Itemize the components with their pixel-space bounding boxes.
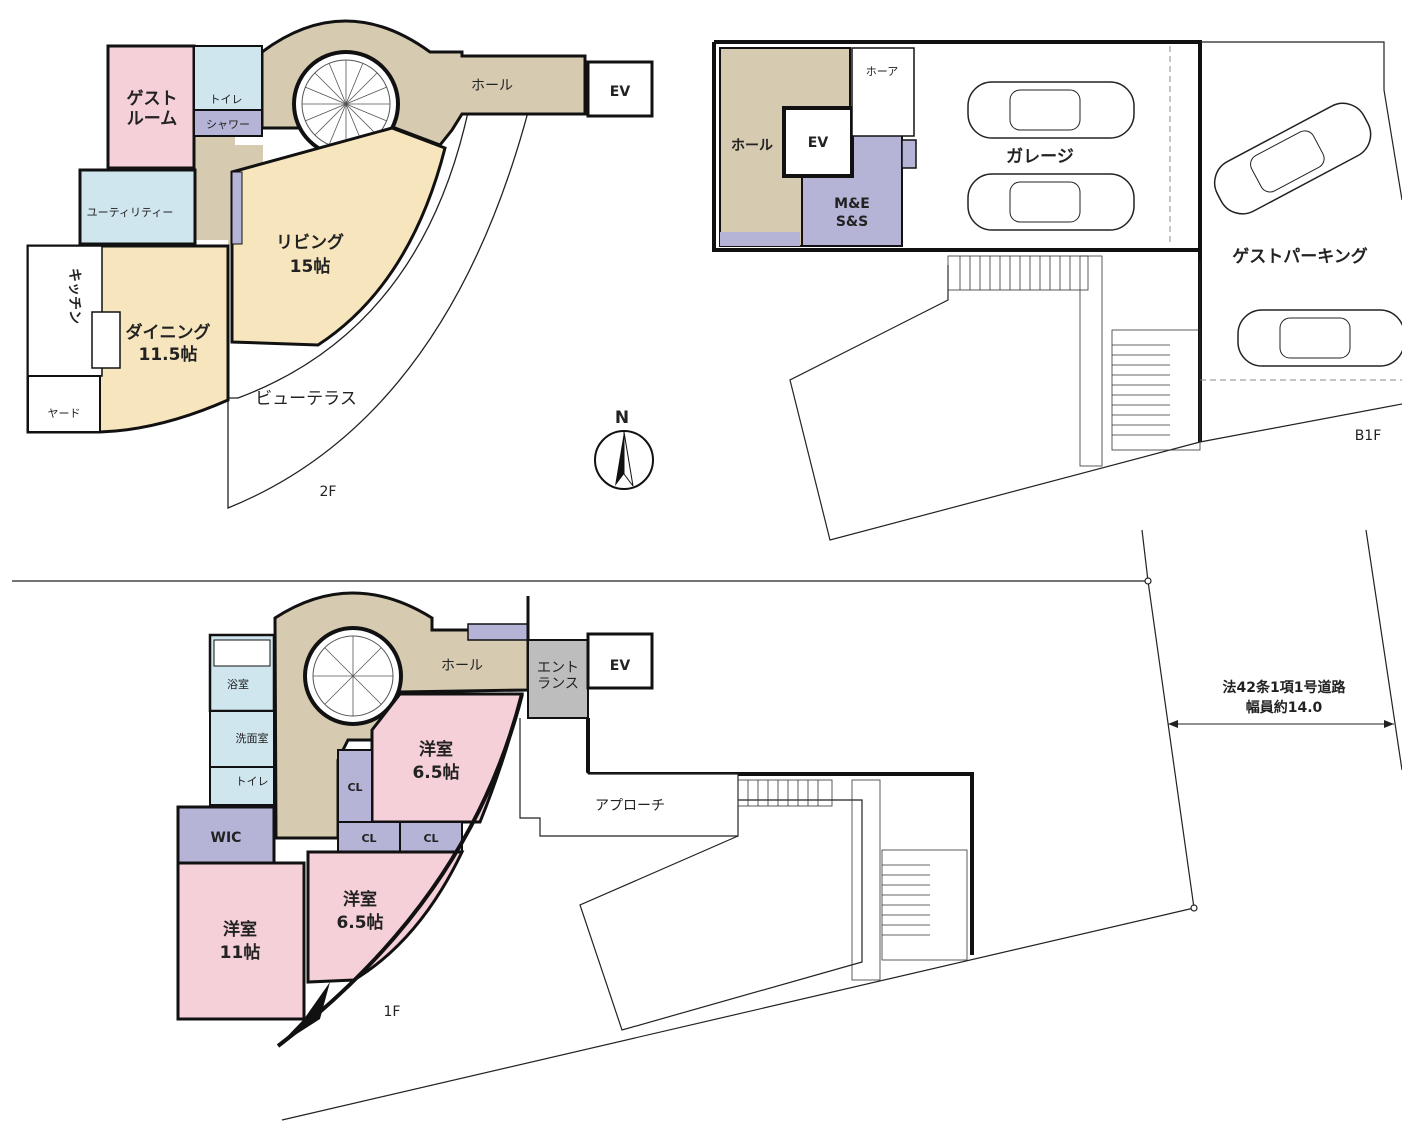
living-room <box>230 126 447 347</box>
washroom-label: 洗面室 <box>236 731 269 745</box>
ev-2f-label: EV <box>610 84 631 100</box>
car-garage-1 <box>967 81 1135 139</box>
stairs-1f <box>737 779 968 981</box>
utility-room <box>78 168 197 246</box>
western-room-2-label-2: 11帖 <box>220 942 261 963</box>
living-label-1: リビング <box>276 232 344 253</box>
ev-1f-label: EV <box>610 658 631 674</box>
road-label-2: 幅員約14.0 <box>1246 699 1323 716</box>
hall-b1f-label: ホール <box>731 138 773 154</box>
western-room-2 <box>176 861 306 1021</box>
porch-label: ホーア <box>866 65 899 78</box>
closet-2-label: CL <box>361 832 376 845</box>
toilet-2f-label: トイレ <box>210 93 243 106</box>
floor-2f: ゲスト ルーム トイレ シャワー ホール EV ユーティリティー リビング 15… <box>26 19 654 509</box>
yard <box>27 375 101 433</box>
floor-b1f-label: B1F <box>1355 428 1382 444</box>
western-room-3-label-1: 洋室 <box>343 889 377 910</box>
western-room-1-label-2: 6.5帖 <box>412 762 459 783</box>
utility-label: ユーティリティー <box>87 206 174 219</box>
wic-label: WIC <box>211 830 242 846</box>
floor-1f-label: 1F <box>384 1004 401 1020</box>
me-label-2: S&S <box>836 214 868 230</box>
toilet-2f <box>193 45 263 111</box>
car-guest-2 <box>1237 309 1402 367</box>
hall-1f-label: ホール <box>441 658 483 674</box>
entrance-label-1: エント <box>537 660 579 676</box>
toilet-1f <box>209 766 275 806</box>
view-terrace-label: ビューテラス <box>255 389 357 409</box>
walk-in-closet <box>176 805 276 865</box>
guest-room-label-2: ルーム <box>127 109 178 129</box>
entrance-label-2: ランス <box>537 676 579 692</box>
entrance <box>527 639 589 719</box>
ev-b1f <box>782 106 854 178</box>
road-info: 法42条1項1号道路 幅員約14.0 <box>1168 679 1394 728</box>
closet-1-label: CL <box>347 781 362 794</box>
shower-2f-label: シャワー <box>206 118 250 131</box>
floor-1f: ホール エント ランス EV 浴室 洗面室 トイレ 洋室 6.5帖 CL CL … <box>176 591 974 1048</box>
guest-parking-label: ゲストパーキング <box>1232 246 1368 267</box>
bath-label: 浴室 <box>227 677 249 691</box>
shower-2f <box>193 109 263 137</box>
car-garage-2 <box>967 173 1135 231</box>
western-room-3 <box>306 850 465 984</box>
toilet-1f-label: トイレ <box>236 775 269 788</box>
north-compass: N <box>594 408 654 490</box>
guest-room-label-1: ゲスト <box>127 88 178 109</box>
hall-2f-label: ホール <box>471 78 513 94</box>
kitchen-label: キッチン <box>66 268 82 324</box>
dining-label-1: ダイニング <box>126 322 211 343</box>
yard-label: ヤード <box>48 407 81 420</box>
western-room-1-label-1: 洋室 <box>419 739 453 760</box>
ev-b1f-label: EV <box>808 135 829 151</box>
approach-area <box>519 718 739 837</box>
me-label-1: M&E <box>834 196 870 212</box>
dining-label-2: 11.5帖 <box>139 344 198 365</box>
closet-3-label: CL <box>423 832 438 845</box>
ev-2f <box>586 60 654 118</box>
spiral-stair-1f <box>303 626 403 726</box>
western-room-2-label-1: 洋室 <box>223 919 257 940</box>
floor-b1f: ホール EV ホーア M&E S&S ガレージ ゲストパーキング B1F <box>712 40 1402 541</box>
western-room-3-label-2: 6.5帖 <box>336 912 383 933</box>
road-label-1: 法42条1項1号道路 <box>1223 679 1347 696</box>
stairs-b1f <box>947 255 1201 467</box>
compass-north-label: N <box>615 408 629 428</box>
porch-b1f <box>851 47 915 137</box>
closet-1 <box>337 749 373 823</box>
ev-1f <box>586 632 654 690</box>
floor-2f-label: 2F <box>320 484 337 500</box>
washroom-1f <box>209 710 275 768</box>
living-label-2: 15帖 <box>290 256 331 277</box>
garage-label: ガレージ <box>1006 147 1074 167</box>
approach-label: アプローチ <box>595 798 665 814</box>
car-guest-1 <box>1213 102 1372 215</box>
site-boundary-lines <box>12 529 1402 1121</box>
